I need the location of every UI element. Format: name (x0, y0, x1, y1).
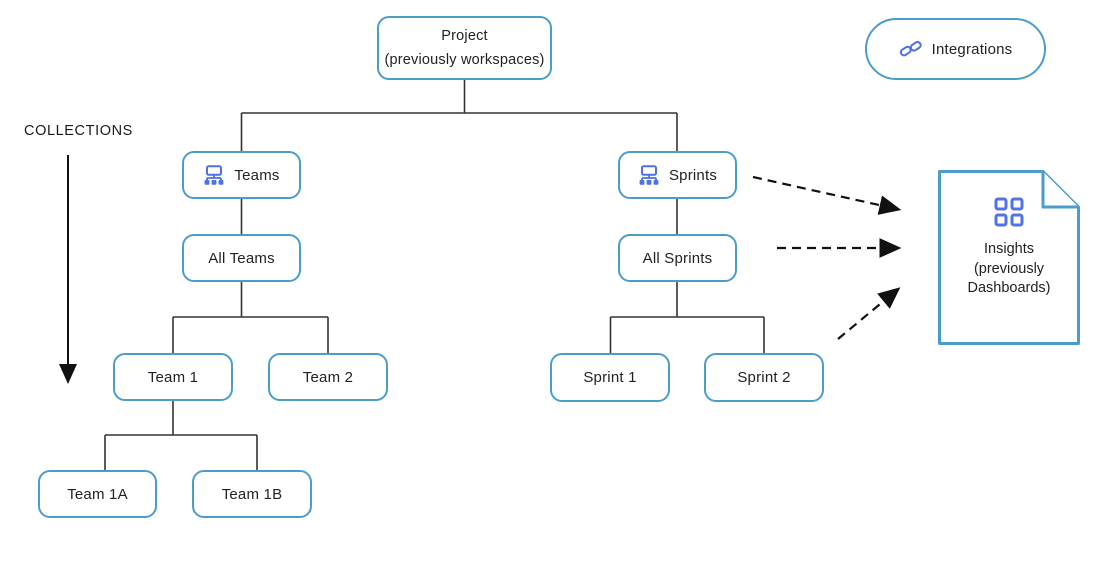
team1-node: Team 1 (113, 353, 233, 401)
insights-label-line3: Dashboards) (967, 280, 1051, 297)
teams-node: Teams (182, 151, 301, 199)
project-label-line1: Project (441, 27, 488, 44)
insights-node: Insights (previously Dashboards) (938, 170, 1080, 345)
sprint1-label: Sprint 1 (583, 369, 637, 386)
connector-allteams-children (172, 282, 329, 353)
collections-label: COLLECTIONS (24, 123, 133, 139)
all-sprints-node: All Sprints (618, 234, 737, 282)
team1a-label: Team 1A (67, 485, 128, 503)
document-fold-corner (1041, 171, 1079, 209)
all-teams-label: All Teams (208, 249, 275, 267)
all-teams-node: All Teams (182, 234, 301, 282)
project-node: Project (previously workspaces) (377, 16, 552, 80)
team1-label: Team 1 (147, 368, 199, 386)
link-icon (899, 37, 923, 61)
insights-document-shape (938, 170, 1080, 345)
connector-allsprints-children (609, 282, 765, 353)
insights-label-line2: (previously (973, 260, 1045, 277)
all-sprints-label: All Sprints (642, 249, 713, 267)
sprint2-label: Sprint 2 (737, 369, 791, 386)
sitemap-icon (203, 164, 225, 186)
tree-connectors (104, 80, 765, 470)
integrations-label: Integrations (931, 40, 1013, 58)
dashed-arrow-sprint2-insights (837, 287, 901, 340)
insights-label-line1: Insights (984, 241, 1034, 257)
integrations-node: Integrations (865, 18, 1046, 80)
team1b-node: Team 1B (192, 470, 312, 518)
connector-team1-children (104, 401, 258, 470)
sprint2-node: Sprint 2 (704, 353, 824, 402)
sitemap-icon (638, 164, 660, 186)
teams-label: Teams (234, 166, 280, 184)
document-outline (938, 170, 1080, 345)
dashed-arrow-sprints-insights (752, 175, 902, 215)
grid-icon (993, 196, 1025, 228)
sprints-label: Sprints (668, 166, 718, 184)
sprint1-node: Sprint 1 (550, 353, 670, 402)
team1b-label: Team 1B (221, 485, 283, 503)
sprints-node: Sprints (618, 151, 737, 199)
team1a-node: Team 1A (38, 470, 157, 518)
team2-node: Team 2 (268, 353, 388, 401)
team2-label: Team 2 (302, 368, 354, 386)
project-label-line2: (previously workspaces) (384, 52, 545, 68)
